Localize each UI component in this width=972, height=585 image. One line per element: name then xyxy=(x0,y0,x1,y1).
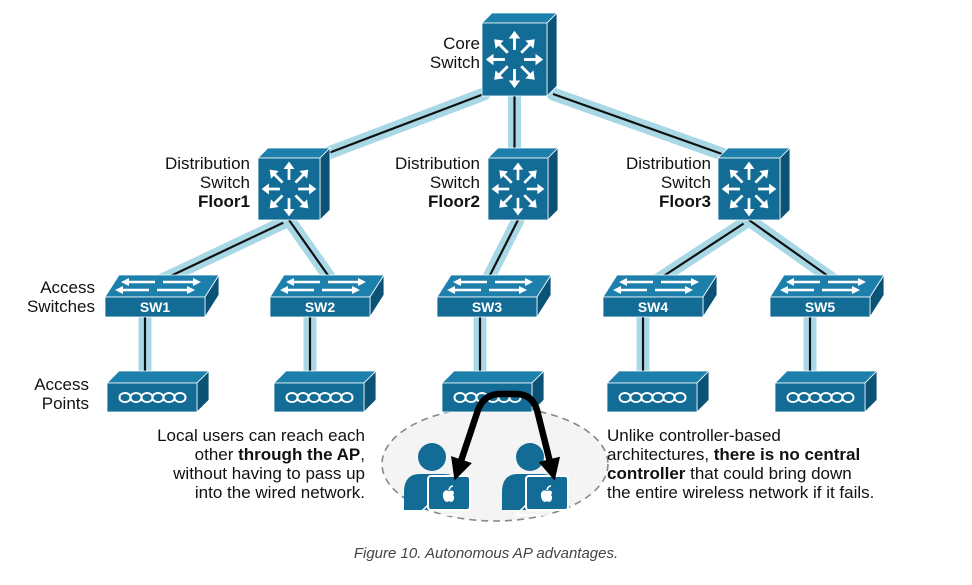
link-floor3-sw4 xyxy=(649,213,756,288)
multilayer-switch-icon xyxy=(262,162,317,217)
switch-arrows-icon xyxy=(280,278,366,294)
multilayer-switch-icon xyxy=(486,31,543,88)
switch-arrows-icon xyxy=(447,278,533,294)
ap-forwarding-arrow xyxy=(451,390,561,481)
access-point-3[interactable] xyxy=(441,370,545,413)
switch-arrows-icon xyxy=(115,278,201,294)
link-core-floor3 xyxy=(546,87,729,161)
access-switch-sw3[interactable]: SW3 xyxy=(436,273,552,319)
access-switch-sw4[interactable]: SW4 xyxy=(602,273,718,319)
note-right-line2: architectures, there is no central xyxy=(607,445,947,464)
link-floor2-sw3 xyxy=(480,213,525,288)
access-points-tier-label: Access Points xyxy=(0,375,89,413)
dist-label-line1: Distribution xyxy=(164,154,250,173)
core-label-line1: Core xyxy=(443,34,480,53)
note-emphasis: there is no central xyxy=(713,445,861,464)
note-left-line3: without having to pass up xyxy=(173,464,365,483)
figure-caption: Figure 10. Autonomous AP advantages. xyxy=(353,545,619,562)
dist-label-line1: Distribution xyxy=(394,154,480,173)
person-head-icon xyxy=(516,443,544,471)
core-label-line2: Switch xyxy=(429,53,480,72)
dist-label-line2: Switch xyxy=(660,173,711,192)
tier-label-line2: Points xyxy=(41,394,89,413)
access-switches-tier-label: Access Switches xyxy=(0,278,95,316)
users-layer xyxy=(404,443,569,516)
access-switch-sw2[interactable]: SW2 xyxy=(269,273,385,319)
access-switch-sw1[interactable]: SW1 xyxy=(104,273,220,319)
access-point-1[interactable] xyxy=(106,370,210,413)
links-layer xyxy=(138,87,842,380)
multilayer-switch-icon xyxy=(492,163,545,216)
note-left-line2: other through the AP, xyxy=(100,445,365,464)
tier-label-line2: Switches xyxy=(26,297,95,316)
dist-floor1-label: Distribution Switch Floor1 xyxy=(130,154,250,211)
access-point-2[interactable] xyxy=(273,370,377,413)
distribution-switch-floor3[interactable] xyxy=(717,147,791,221)
distribution-switch-floor1[interactable] xyxy=(257,147,331,221)
access-switch-label: SW2 xyxy=(305,299,336,315)
dist-label-line2: Switch xyxy=(429,173,480,192)
devices-layer: SW1 SW2 SW3 SW4 SW5 xyxy=(104,12,885,413)
dist-floor2-label: Distribution Switch Floor2 xyxy=(360,154,480,211)
radio-wave-icon xyxy=(618,392,687,403)
apple-logo-icon xyxy=(442,490,455,502)
user-1 xyxy=(404,443,471,516)
access-switch-label: SW5 xyxy=(805,299,836,315)
multilayer-switch-icon xyxy=(722,162,777,217)
radio-wave-icon xyxy=(786,392,855,403)
switch-arrows-icon xyxy=(780,278,866,294)
core-switch[interactable] xyxy=(481,12,558,97)
access-switch-label: SW1 xyxy=(140,299,171,315)
note-left-line1: Local users can reach each xyxy=(157,426,365,445)
access-point-4[interactable] xyxy=(606,370,710,413)
note-no-controller: Unlike controller-based architectures, t… xyxy=(607,426,947,502)
note-right-line4: the entire wireless network if it fails. xyxy=(607,483,875,502)
note-emphasis: through the AP xyxy=(238,445,361,464)
person-head-icon xyxy=(418,443,446,471)
note-text: , xyxy=(360,445,365,464)
tier-label-line1: Access xyxy=(34,375,89,394)
access-point-5[interactable] xyxy=(774,370,878,413)
dist-label-floor: Floor2 xyxy=(428,192,480,211)
link-floor1-sw2 xyxy=(282,213,339,288)
note-text: other xyxy=(194,445,239,464)
core-switch-label: Core Switch xyxy=(380,34,480,72)
access-switch-sw5[interactable]: SW5 xyxy=(769,273,885,319)
dist-floor3-label: Distribution Switch Floor3 xyxy=(591,154,711,211)
note-left-line4: into the wired network. xyxy=(194,483,365,502)
dist-label-line2: Switch xyxy=(199,173,250,192)
tier-label-line1: Access xyxy=(40,278,95,297)
distribution-switch-floor2[interactable] xyxy=(487,147,559,221)
note-local-users: Local users can reach each other through… xyxy=(100,426,365,502)
radio-wave-icon xyxy=(118,392,187,403)
note-right-line1: Unlike controller-based xyxy=(607,426,781,445)
link-floor3-sw5 xyxy=(742,213,842,288)
laptop-icon xyxy=(416,475,471,516)
switch-arrows-icon xyxy=(613,278,699,294)
link-floor1-sw1 xyxy=(153,213,296,288)
radio-wave-icon xyxy=(285,392,354,403)
access-switch-label: SW3 xyxy=(472,299,503,315)
link-core-floor1 xyxy=(319,87,491,161)
dist-label-floor: Floor3 xyxy=(659,192,711,211)
note-right-line3: controller that could bring down xyxy=(607,464,947,483)
note-text: architectures, xyxy=(607,445,714,464)
note-emphasis: controller xyxy=(607,464,686,483)
dist-label-line1: Distribution xyxy=(625,154,711,173)
apple-logo-icon xyxy=(540,490,553,502)
dist-label-floor: Floor1 xyxy=(198,192,250,211)
access-switch-label: SW4 xyxy=(638,299,669,315)
note-text: that could bring down xyxy=(685,464,852,483)
